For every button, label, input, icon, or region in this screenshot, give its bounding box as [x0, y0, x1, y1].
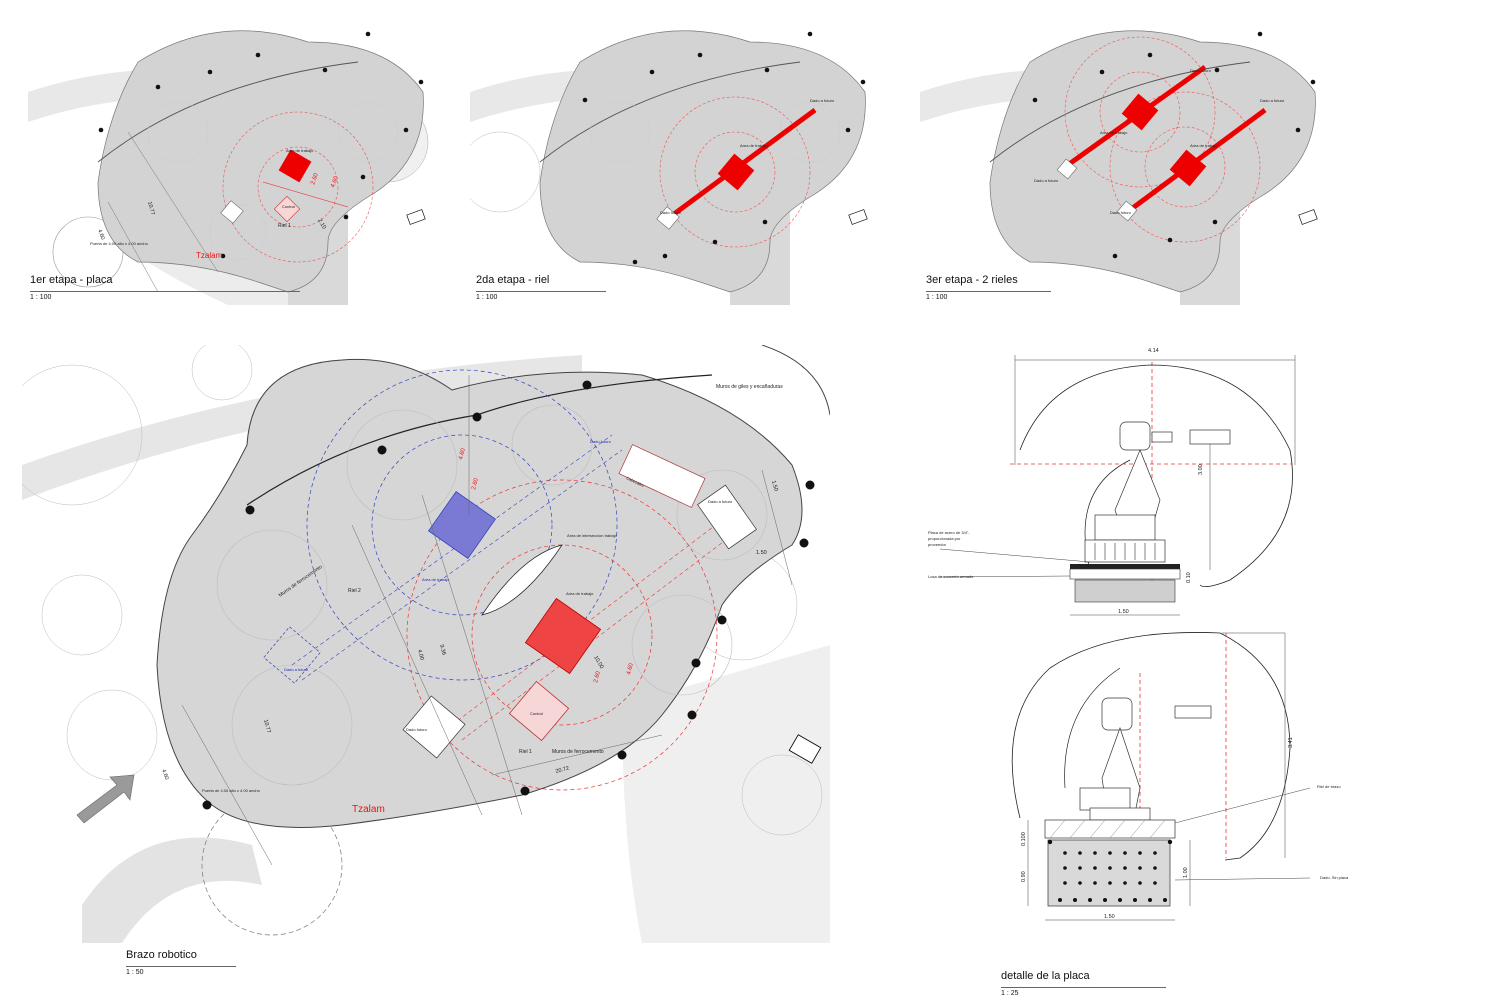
- s1-door: Puerta de 4.00 alto x 4.00 ancho: [90, 241, 149, 246]
- detail-top-drawing: 4.14 3.00 1.50 0.10 Placa de acero de 3/…: [928, 348, 1296, 616]
- main-dim-blue-r1: 4.60: [458, 447, 467, 460]
- stage-2-caption: 2da etapa - riel 1 : 100: [476, 274, 606, 301]
- main-dim-red-r1: 2.60: [593, 670, 602, 683]
- main-plan-title: Brazo robotico: [126, 949, 197, 961]
- s1-rail: Riel 1: [278, 223, 291, 229]
- main-plan-scale: 1 : 50: [126, 966, 236, 976]
- detail-title: detalle de la placa: [1001, 970, 1090, 982]
- stage-1-drawing: Area de trabajo Control Riel 1 Puerta de…: [28, 22, 433, 305]
- main-dim-len-c: 4.00: [416, 649, 425, 661]
- s3-future-top: Dado futuro: [1190, 68, 1212, 73]
- main-dim-len-d: 10.77: [262, 719, 271, 734]
- detail-top-width: 4.14: [1148, 348, 1159, 354]
- main-door: Puerta de 4.00 alto x 4.00 ancho: [202, 788, 261, 793]
- s3-future-a: Dado a futuro: [1260, 98, 1285, 103]
- main-rail2: Riel 2: [348, 588, 361, 594]
- detail-bottom-d1: 0.100: [1021, 832, 1027, 846]
- s2-future-b: Dado futuro: [660, 210, 682, 215]
- detail-rail-label: Riel de brazo: [1317, 784, 1341, 789]
- main-dado-futuro: Dado futuro: [406, 727, 428, 732]
- main-plan-drawing: Muros de giles y encañaduras Cabezales D…: [22, 345, 830, 943]
- s1-dim-5: 2.10: [316, 218, 327, 230]
- stage-2-scale: 1 : 100: [476, 291, 606, 301]
- detail-slab: Losa de concreto armado: [928, 574, 974, 579]
- detail-top-height: 3.00: [1198, 464, 1204, 475]
- detail-plate-note-a: Placa de acero de 3/4",: [928, 530, 969, 535]
- detail-elevation-rail: 3.41 0.100 0.90 1.00 1.50 Riel de brazo …: [990, 628, 1360, 928]
- main-plan: Muros de giles y encañaduras Cabezales D…: [22, 345, 830, 943]
- s1-dim-4: 4.60: [96, 229, 105, 241]
- s1-dim-2: 4.60: [330, 175, 340, 189]
- main-dim-len-f: 20.72: [555, 766, 570, 775]
- stage-3-drawing: Dado futuro Dado a futuro Area de trabaj…: [920, 22, 1325, 305]
- detail-scale: 1 : 25: [1001, 987, 1166, 997]
- s3-work-area-1: Area de trabajo: [1100, 130, 1128, 135]
- s1-brand: Tzalam: [196, 251, 223, 260]
- s1-dim-1: 2.60: [310, 172, 320, 186]
- stage-3-scale: 1 : 100: [926, 291, 1051, 301]
- main-brand: Tzalam: [352, 804, 385, 815]
- detail-bottom-drawing: 3.41 0.100 0.90 1.00 1.50 Riel de brazo …: [1011, 632, 1349, 921]
- main-dim-len-e: 4.60: [160, 769, 169, 781]
- main-dim-len-b: 9.36: [438, 644, 447, 656]
- main-rail1: Riel 1: [519, 749, 532, 755]
- stage-3-title: 3er etapa - 2 rieles: [926, 274, 1018, 286]
- s3-future-left: Dado a futuro: [1034, 178, 1059, 183]
- detail-bottom-height: 3.41: [1288, 737, 1294, 748]
- main-dim-side-b: 1.50: [756, 550, 767, 556]
- s3-work-area-2: Area de trabajo: [1190, 143, 1218, 148]
- stage-1-caption: 1er etapa - placa 1 : 100: [30, 274, 300, 301]
- stage-2-plan: Dado a futuro Area de trabajo Dado futur…: [470, 22, 875, 305]
- s1-control: Control: [282, 204, 295, 209]
- s2-future-a: Dado a futuro: [810, 98, 835, 103]
- s2-work-area: Area de trabajo: [740, 143, 768, 148]
- detail-plate-note-c: proveedor: [928, 542, 947, 547]
- detail-bottom-d3: 1.00: [1183, 867, 1189, 878]
- s1-dim-3: 10.77: [146, 201, 155, 216]
- main-future-right: Dado a futuro: [708, 499, 733, 504]
- main-future-blue: Dado futuro: [590, 439, 612, 444]
- main-dim-red-r2: 4.60: [626, 662, 635, 675]
- detail-bottom-d2: 0.90: [1021, 871, 1027, 882]
- main-plan-caption: Brazo robotico 1 : 50: [126, 949, 236, 976]
- detail-bottom-base: 1.50: [1104, 914, 1115, 920]
- main-walls-top: Muros de giles y encañaduras: [716, 384, 783, 390]
- stage-2-drawing: Dado a futuro Area de trabajo Dado futur…: [470, 22, 875, 305]
- stage-3-plan: Dado futuro Dado a futuro Area de trabaj…: [920, 22, 1325, 305]
- main-future-left: Dado a futuro: [284, 667, 309, 672]
- detail-top-base: 1.50: [1118, 609, 1129, 615]
- stage-1-plan: Area de trabajo Control Riel 1 Puerta de…: [28, 22, 433, 305]
- main-control: Control: [530, 711, 543, 716]
- detail-die-label: Dado, Sin placa: [1320, 875, 1349, 880]
- s3-future-b: Dado futuro: [1110, 210, 1132, 215]
- main-dim-blue-r2: 2.60: [471, 477, 480, 490]
- main-walls-bottom: Muros de ferrocemento: [552, 749, 604, 755]
- detail-caption: detalle de la placa 1 : 25: [1001, 970, 1166, 997]
- main-work-blue: Area de trabajo: [422, 577, 450, 582]
- stage-1-title: 1er etapa - placa: [30, 274, 113, 286]
- detail-elevation-plate: 4.14 3.00 1.50 0.10 Placa de acero de 3/…: [920, 340, 1360, 630]
- detail-plate-note-b: proporcionada por: [928, 536, 961, 541]
- main-dim-side-a: 1.50: [770, 480, 779, 492]
- stage-2-title: 2da etapa - riel: [476, 274, 550, 286]
- rebar-dots: [1047, 839, 1173, 902]
- red-work-plate: [524, 597, 602, 675]
- stage-3-caption: 3er etapa - 2 rieles 1 : 100: [926, 274, 1051, 301]
- s1-work-area: Area de trabajo: [286, 148, 314, 153]
- detail-top-plate: 0.10: [1186, 572, 1192, 583]
- stage-1-scale: 1 : 100: [30, 291, 300, 301]
- main-intersection: Area de interseccion trabajo: [567, 533, 618, 538]
- main-work-red: Area de trabajo: [566, 591, 594, 596]
- blue-work-plate: [428, 491, 496, 559]
- work-plate: [278, 149, 312, 183]
